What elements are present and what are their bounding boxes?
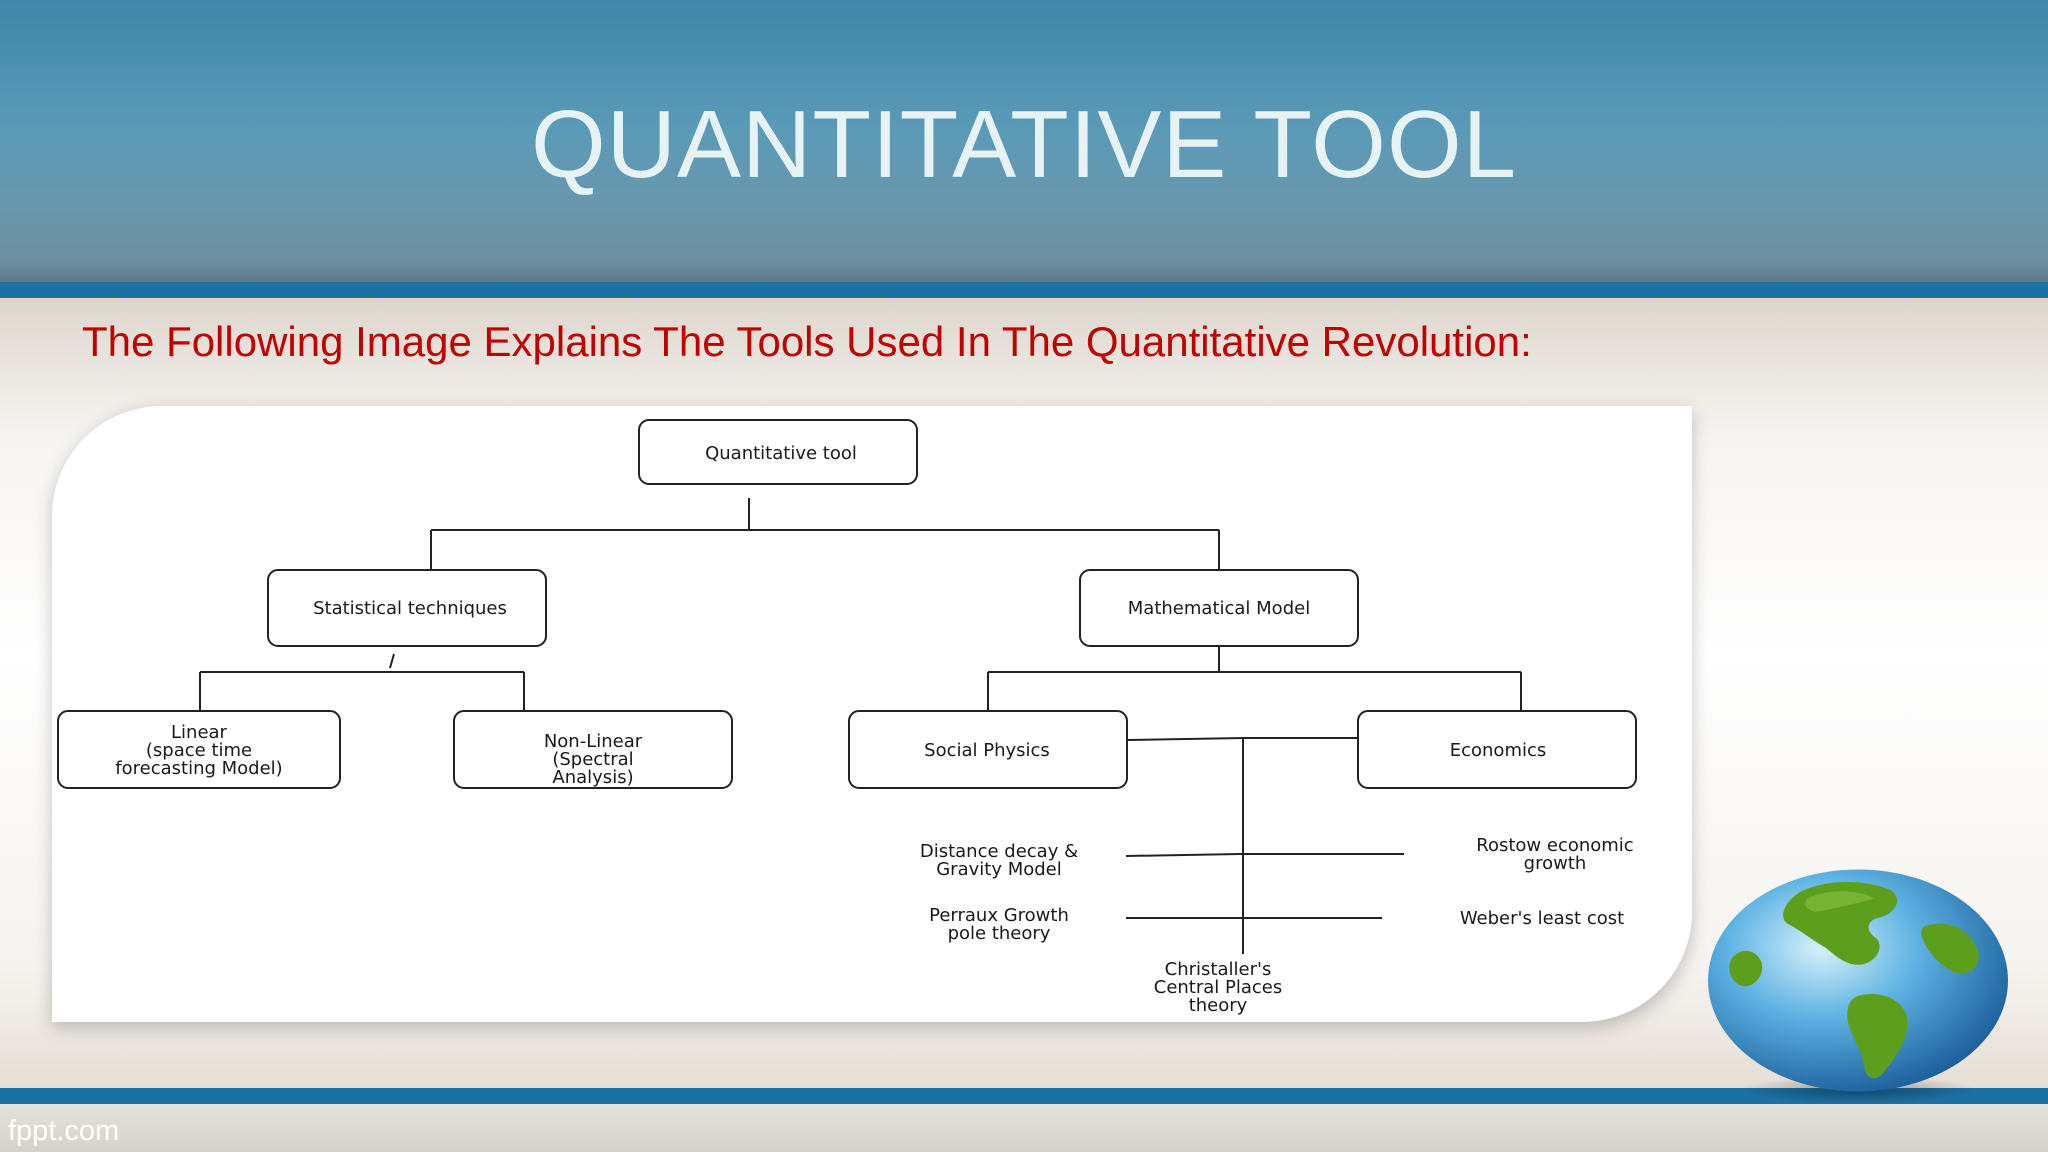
bottom-accent-band xyxy=(0,1088,2048,1104)
header-shadow xyxy=(0,262,2048,282)
economics-link xyxy=(1126,737,1358,954)
statistical-label: Statistical techniques xyxy=(313,598,507,619)
statistical-box xyxy=(267,569,547,647)
economics-box xyxy=(1357,710,1637,789)
christaller-label-line3: theory xyxy=(1189,995,1248,1016)
christaller-label-line2: Central Places xyxy=(1154,977,1283,998)
linear-label-line2: (space time xyxy=(146,740,252,761)
diagram-figure: Quantitative tool Statistical techniques… xyxy=(52,406,1692,1022)
globe-icon xyxy=(1708,869,2008,1104)
christaller-label-line1: Christaller's xyxy=(1165,959,1272,980)
statistical-connector xyxy=(199,653,525,711)
leaf-branches xyxy=(1125,853,1404,919)
distance-decay-label-line2: Gravity Model xyxy=(936,859,1062,880)
linear-label-line3: forecasting Model) xyxy=(115,758,282,779)
hierarchy-diagram: Quantitative tool Statistical techniques… xyxy=(57,419,1637,1016)
footer-brand: fppt.com xyxy=(8,1115,120,1147)
perraux-label-line2: pole theory xyxy=(948,923,1051,944)
rostow-label-line2: growth xyxy=(1524,853,1587,874)
slide-subtitle: The Following Image Explains The Tools U… xyxy=(82,318,1532,365)
economics-label: Economics xyxy=(1450,740,1547,761)
footer-background xyxy=(0,1104,2048,1152)
slide-title: QUANTITATIVE TOOL xyxy=(530,91,1518,198)
perraux-label-line1: Perraux Growth xyxy=(929,905,1069,926)
rostow-label-line1: Rostow economic xyxy=(1476,835,1633,856)
slide-header xyxy=(0,0,2048,282)
top-accent-band xyxy=(0,282,2048,298)
root-label: Quantitative tool xyxy=(705,443,857,464)
root-box xyxy=(638,419,918,485)
nonlinear-label-line1: Non-Linear xyxy=(544,731,643,752)
social-physics-label: Social Physics xyxy=(924,740,1050,761)
root-connector xyxy=(430,498,1220,570)
nonlinear-label-line3: Analysis) xyxy=(552,767,633,788)
linear-label-line1: Linear xyxy=(171,722,228,743)
nonlinear-label-line2: (Spectral xyxy=(552,749,633,770)
mathematical-connector xyxy=(987,646,1522,711)
mathematical-label: Mathematical Model xyxy=(1128,598,1310,619)
nonlinear-box xyxy=(453,710,733,789)
distance-decay-label-line1: Distance decay & xyxy=(920,841,1078,862)
weber-label: Weber's least cost xyxy=(1460,908,1624,929)
